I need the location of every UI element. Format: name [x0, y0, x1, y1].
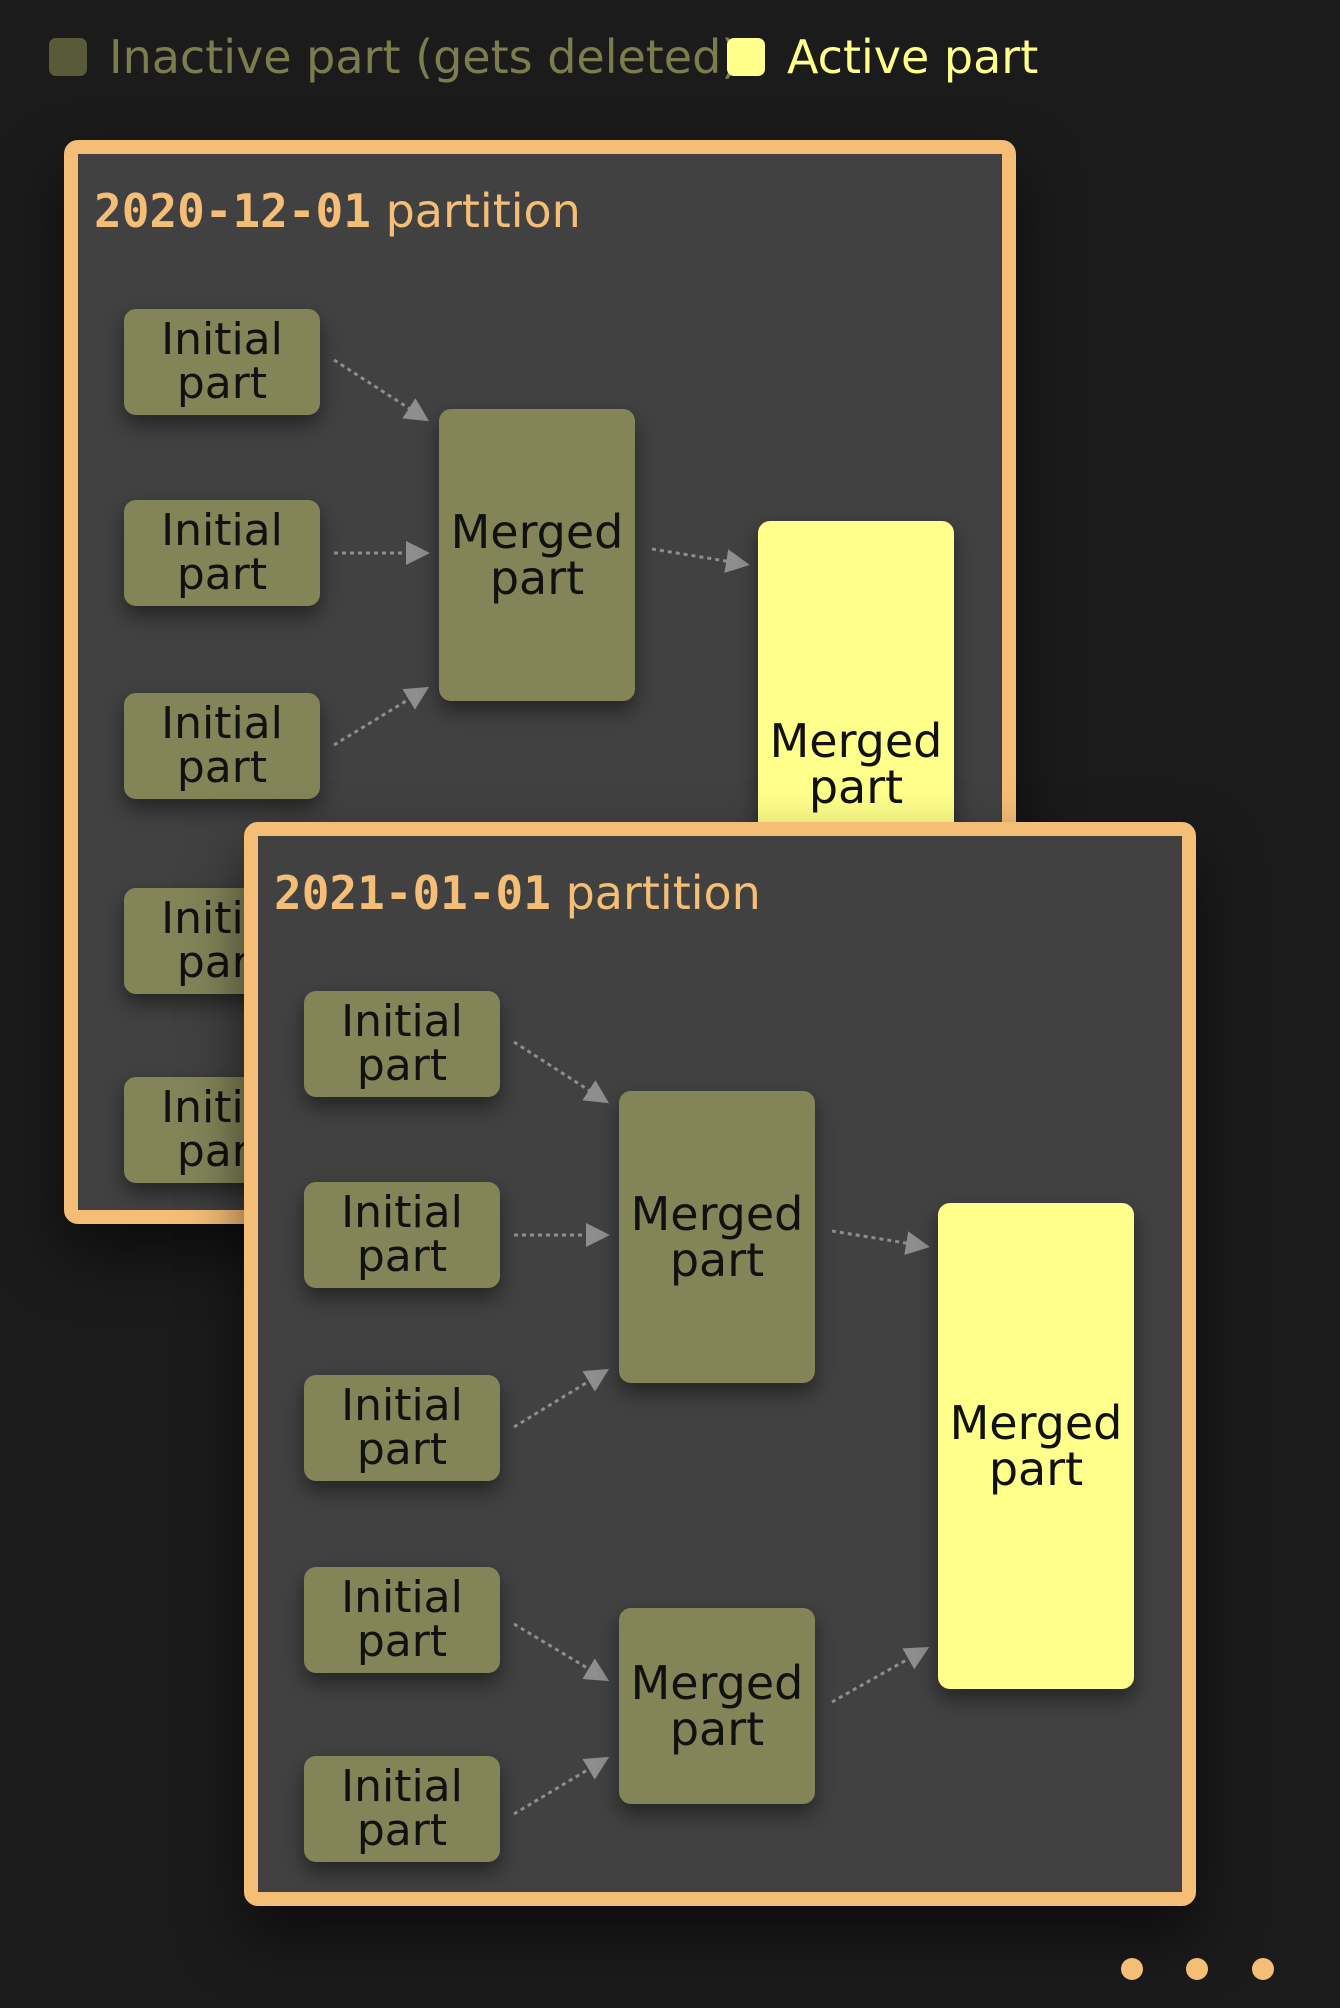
- legend-active-swatch: [727, 38, 765, 76]
- arrow: [513, 1040, 610, 1104]
- arrow: [651, 547, 750, 573]
- legend-active-label: Active part: [787, 30, 1039, 84]
- partition-suffix: partition: [550, 866, 761, 920]
- partition-title: 2020-12-01 partition: [94, 184, 581, 238]
- legend-active: Active part: [727, 30, 1038, 84]
- more-dot: [1121, 1958, 1143, 1980]
- partition-suffix: partition: [370, 184, 581, 238]
- arrow: [831, 1229, 930, 1255]
- arrow: [831, 1647, 930, 1704]
- partition-date: 2020-12-01: [94, 184, 371, 238]
- more-dot: [1252, 1958, 1274, 1980]
- legend-inactive: Inactive part (gets deleted): [49, 30, 739, 84]
- arrow: [513, 1368, 610, 1429]
- legend-inactive-label: Inactive part (gets deleted): [109, 30, 740, 84]
- partition-title: 2021-01-01 partition: [274, 866, 761, 920]
- arrow: [333, 358, 430, 422]
- more-dot: [1186, 1958, 1208, 1980]
- legend-inactive-swatch: [49, 38, 87, 76]
- arrow: [513, 1756, 610, 1816]
- partition-date: 2021-01-01: [274, 866, 551, 920]
- arrow: [333, 686, 430, 747]
- arrow: [513, 1622, 610, 1682]
